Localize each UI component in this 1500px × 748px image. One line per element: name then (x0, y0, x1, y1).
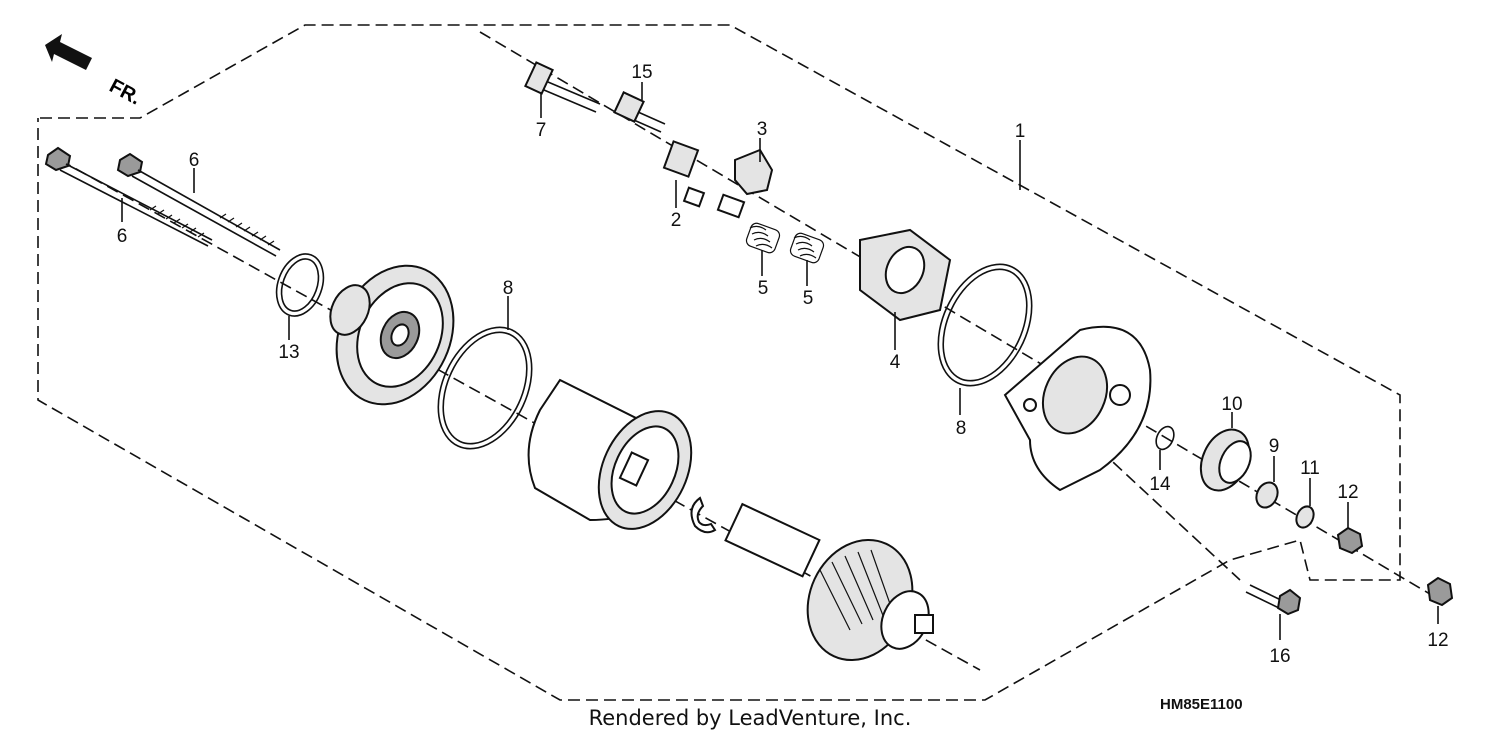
callout-13: 13 (278, 342, 299, 363)
assembly-axis-lines (59, 31, 1441, 671)
callout-10: 10 (1221, 394, 1242, 415)
brush-holder-part-4 (859, 228, 952, 322)
through-bolt-part-6-lower (44, 146, 213, 247)
callout-15: 15 (631, 62, 652, 83)
o-ring-part-8-left (437, 326, 533, 450)
nut-part-12-lower (1426, 576, 1454, 607)
diagram-code: HM85E1100 (1160, 696, 1243, 713)
o-ring-part-13 (275, 253, 325, 317)
washer-part-11 (1295, 505, 1315, 529)
washer-part-14 (1155, 425, 1175, 451)
callout-16: 16 (1269, 646, 1290, 667)
armature (724, 502, 934, 662)
brush-part-2 (662, 140, 706, 208)
callout-4: 4 (890, 352, 901, 373)
callout-8a: 8 (503, 278, 514, 299)
spring-part-5-right (789, 232, 825, 264)
callout-12a: 12 (1337, 482, 1358, 503)
rear-cover (1003, 325, 1152, 492)
callout-3: 3 (757, 119, 768, 140)
callout-1: 1 (1015, 121, 1026, 142)
callout-labels: 1 2 3 4 5 5 6 6 7 8 8 9 10 11 12 12 13 1… (117, 62, 1449, 667)
callout-6b: 6 (117, 226, 128, 247)
bolt-part-16 (1245, 584, 1302, 616)
callout-8b: 8 (956, 418, 967, 439)
callout-2: 2 (671, 210, 682, 231)
insulator-part-10 (1199, 428, 1252, 492)
brush-part-3 (716, 148, 774, 219)
callout-14: 14 (1149, 474, 1171, 495)
direction-label: FR. (106, 75, 145, 110)
spring-part-5-left (745, 222, 781, 254)
washer-part-9 (1255, 481, 1279, 509)
front-direction-arrow-icon: FR. (45, 34, 144, 110)
callout-6a: 6 (189, 150, 200, 171)
yoke-housing (527, 378, 693, 530)
nut-part-12-upper (1336, 526, 1364, 555)
o-ring-part-8-right (937, 263, 1033, 387)
terminal-bolt-part-15 (613, 91, 666, 133)
callout-5b: 5 (803, 288, 814, 309)
bolt-part-7 (524, 61, 601, 113)
through-bolt-part-6-upper (116, 152, 281, 257)
snap-clip (690, 496, 717, 534)
callout-7: 7 (536, 120, 547, 141)
render-credit: Rendered by LeadVenture, Inc. (588, 706, 912, 730)
callout-12b: 12 (1427, 630, 1448, 651)
callout-5a: 5 (758, 278, 769, 299)
callout-11: 11 (1300, 458, 1320, 479)
assembly-boundary (37, 24, 1401, 701)
leader-lines (121, 82, 1439, 640)
front-cover (329, 264, 455, 406)
callout-9: 9 (1269, 436, 1280, 457)
